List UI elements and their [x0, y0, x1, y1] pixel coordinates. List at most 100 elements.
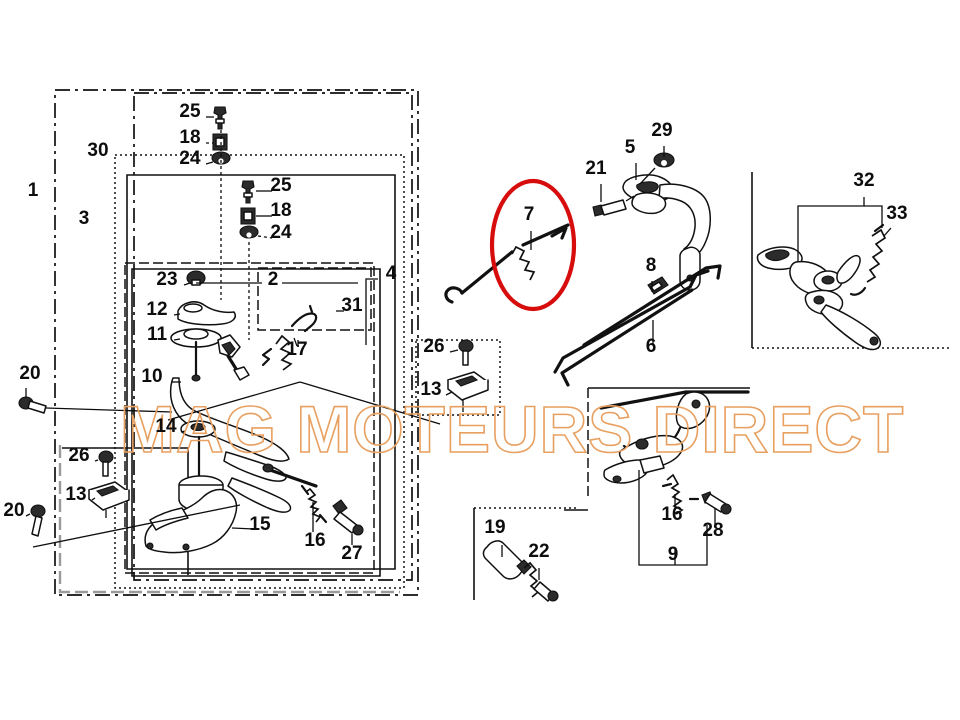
leader-14: [180, 430, 186, 433]
leader-33: [883, 227, 892, 237]
part-15-hole-a: [146, 542, 154, 550]
callout-number-24: 24: [270, 222, 292, 243]
part-11: [170, 328, 222, 348]
callout-number-7: 7: [524, 204, 535, 225]
bracket-32-right: [864, 205, 883, 228]
leader-29-b: [639, 167, 656, 185]
leader-24-b: [257, 235, 273, 239]
leader-12: [173, 313, 181, 316]
callout-number-17: 17: [286, 339, 307, 360]
callout-number-28: 28: [702, 520, 723, 541]
part-24-b: [239, 225, 259, 239]
leader-17: [293, 337, 298, 347]
part-32-hole: [869, 336, 879, 346]
part-9-pin: [635, 438, 649, 450]
callout-number-8: 8: [646, 255, 657, 276]
part-32-pin: [813, 295, 825, 305]
part-28: [701, 491, 732, 515]
part-5-link: [631, 192, 667, 215]
link-arm-lower: [227, 477, 292, 513]
callout-number-3: 3: [79, 208, 90, 229]
part-10-arm: [169, 377, 290, 462]
link-arm-upper: [223, 451, 287, 482]
part-25-b: [241, 180, 255, 204]
part-9-foot-hole: [612, 475, 622, 483]
frame-group-3: [114, 154, 405, 589]
link-pin: [262, 463, 274, 473]
callout-number-1: 1: [28, 180, 39, 201]
callout-number-27: 27: [341, 543, 362, 564]
callout-number-26: 26: [68, 445, 89, 466]
grouping-frames: [54, 89, 950, 600]
callout-number-2: 2: [268, 269, 279, 290]
callout-number-29: 29: [651, 120, 672, 141]
part-32-arm-right: [820, 304, 882, 351]
watermark-text: MAG MOTEURS DIRECT: [120, 392, 904, 466]
part-29: [653, 152, 675, 168]
part-5-slot: [636, 181, 659, 193]
callout-number-9: 9: [668, 544, 679, 565]
callout-number-14: 14: [155, 416, 177, 437]
frame-group-31: [257, 267, 372, 331]
callout-number-18: 18: [179, 127, 200, 148]
part-18-b: [240, 207, 256, 225]
frame-group-4: [126, 174, 396, 570]
part-10-pivot: [217, 334, 250, 381]
part-8-rod: [582, 264, 722, 347]
part-22: [523, 561, 559, 602]
leader-11: [173, 338, 181, 341]
leader-26-a: [449, 349, 459, 353]
part-9-hole: [691, 399, 701, 409]
part-20-b: [30, 504, 46, 537]
linkage-assembly-32: [756, 197, 892, 351]
callout-number-12: 12: [146, 299, 167, 320]
callout-number-25: 25: [179, 101, 201, 122]
part-13-b: [88, 481, 130, 511]
callout-number-16: 16: [304, 530, 325, 551]
leader-23: [183, 282, 191, 286]
part-7-coil: [511, 245, 536, 281]
callout-number-20: 20: [3, 500, 24, 521]
leader-24-a: [205, 161, 214, 165]
clip-assembly-right: [445, 339, 489, 412]
part-18-a: [212, 133, 228, 151]
part-5-arm: [658, 183, 711, 260]
part-21: [592, 199, 627, 217]
leader-13-a: [445, 391, 453, 396]
fastener-stack-lower: [239, 180, 273, 340]
part-9-handle: [675, 391, 711, 430]
callout-number-33: 33: [886, 203, 907, 224]
frame-group-grey: [58, 445, 400, 594]
part-16-b: [661, 473, 700, 515]
part-27: [332, 499, 364, 536]
callout-number-31: 31: [341, 295, 363, 316]
frame-group-26-13: [415, 339, 501, 416]
callout-number-10: 10: [141, 366, 162, 387]
part-19-body: [482, 540, 524, 580]
part-15-hole-b: [182, 543, 190, 551]
part-17-spring: [261, 304, 318, 371]
callout-number-21: 21: [585, 158, 607, 179]
callout-number-13: 13: [420, 379, 441, 400]
part-8-clip: [647, 276, 669, 295]
part-9-tab: [639, 455, 665, 474]
part-26-b: [98, 450, 114, 477]
callout-number-26: 26: [423, 336, 444, 357]
part-14-center: [190, 422, 206, 432]
leader-20-b-long: [32, 504, 241, 548]
leader-15: [231, 527, 255, 530]
part-32-pivot-center: [821, 275, 835, 285]
part-7-tail: [521, 223, 570, 247]
callout-number-22: 22: [528, 541, 549, 562]
bracket-4: [365, 278, 378, 345]
part-7-highlight-ellipse: [489, 178, 577, 312]
callout-number-30: 30: [87, 140, 108, 161]
knob-shaft-end: [191, 374, 201, 382]
cross-leader-2: [299, 381, 441, 425]
part-7-end-loop: [550, 226, 568, 240]
part-7-hook: [444, 286, 464, 304]
bracket-9: [638, 470, 708, 566]
leader-20-b: [25, 513, 31, 517]
rod-assembly-6-8: [553, 264, 722, 387]
